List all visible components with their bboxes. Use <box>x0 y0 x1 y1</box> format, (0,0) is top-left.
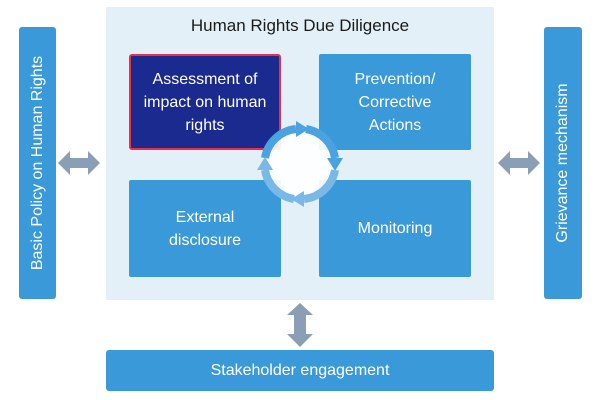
assessment-line-3: rights <box>185 116 225 134</box>
stakeholder-engagement-label: Stakeholder engagement <box>210 361 390 379</box>
assessment-line-2: impact on human <box>143 93 267 111</box>
assessment-box: Assessment of impact on human rights <box>129 54 281 150</box>
assessment-line-1: Assessment of <box>152 70 258 88</box>
prevention-line-2: Corrective <box>358 93 432 111</box>
external-line-1: External <box>175 208 235 226</box>
grievance-mechanism-bar: Grievance mechanism <box>544 27 582 299</box>
external-disclosure-box: External disclosure <box>129 180 281 277</box>
double-arrow-left-icon <box>58 151 100 175</box>
prevention-line-3: Actions <box>368 116 422 134</box>
external-line-2: disclosure <box>168 231 242 249</box>
prevention-box: Prevention/ Corrective Actions <box>319 54 471 150</box>
stakeholder-engagement-bar: Stakeholder engagement <box>106 350 494 391</box>
monitoring-box: Monitoring <box>319 180 471 277</box>
double-arrow-right-icon <box>498 151 540 175</box>
double-arrow-vertical-icon <box>287 303 313 347</box>
cycle-arrows-icon <box>257 121 343 207</box>
prevention-line-1: Prevention/ <box>354 70 436 88</box>
monitoring-line-1: Monitoring <box>357 220 433 237</box>
due-diligence-title: Human Rights Due Diligence <box>190 16 410 35</box>
basic-policy-bar: Basic Policy on Human Rights <box>19 27 56 299</box>
